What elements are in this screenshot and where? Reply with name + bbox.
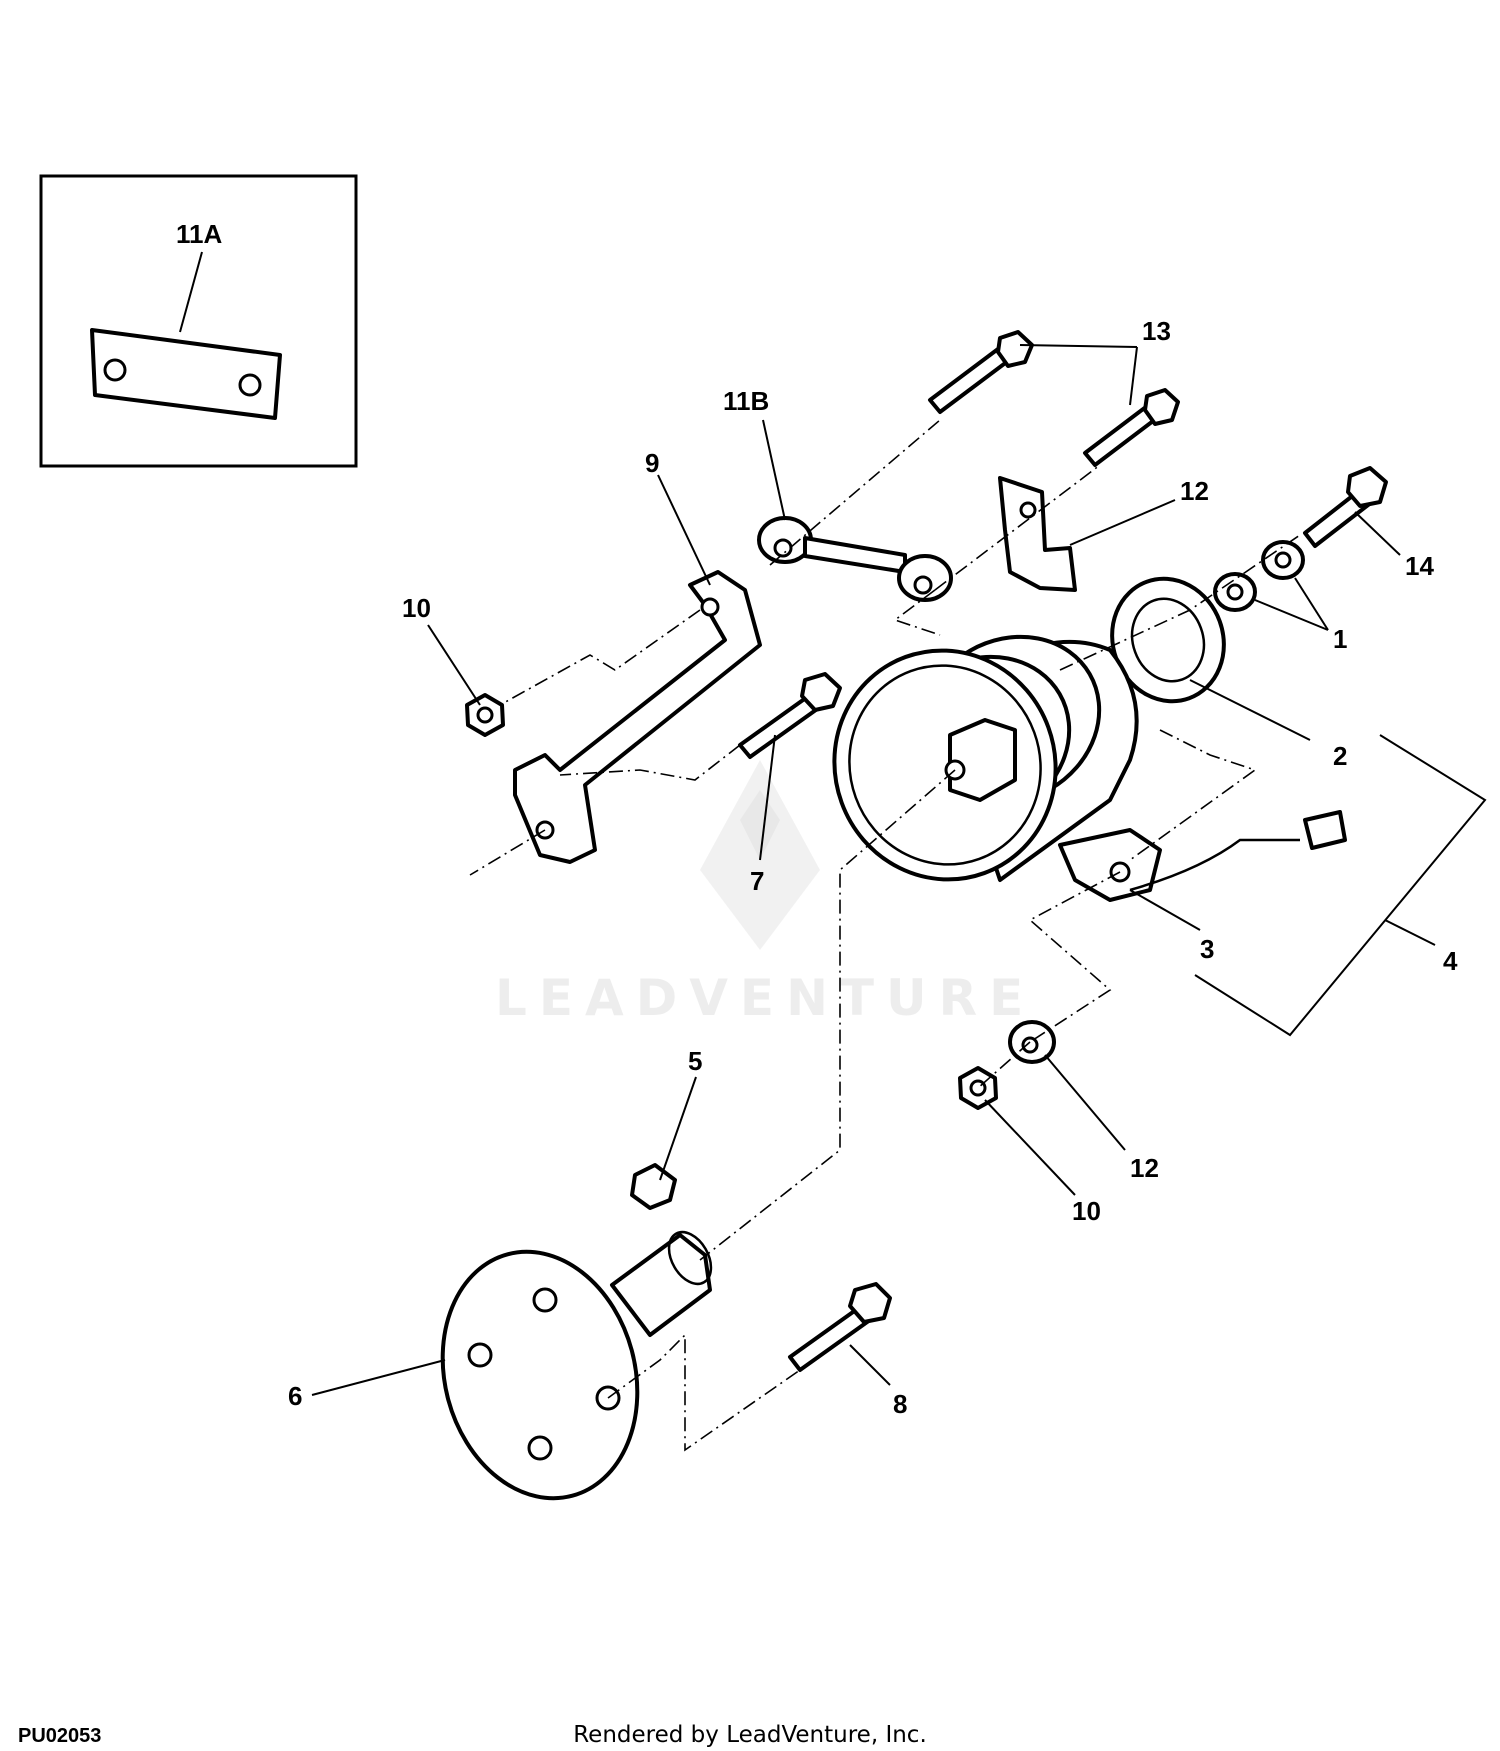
part-6-hub xyxy=(440,1230,713,1501)
center-lines xyxy=(469,419,1301,1452)
part-13-bolt-upper xyxy=(928,330,1034,414)
part-11A-plate xyxy=(90,328,282,420)
part-1-washers xyxy=(1213,540,1305,612)
callout-10-lower: 10 xyxy=(1072,1196,1101,1226)
part-8-bolt xyxy=(788,1282,892,1372)
part-7-bolt xyxy=(738,672,842,759)
leader-lines xyxy=(179,251,1487,1396)
callout-12-lower: 12 xyxy=(1130,1153,1159,1183)
watermark-text: LEADVENTURE xyxy=(495,969,1035,1027)
callout-2: 2 xyxy=(1333,741,1347,771)
inset-box xyxy=(39,174,358,468)
callout-6: 6 xyxy=(288,1381,302,1411)
footer-credit: Rendered by LeadVenture, Inc. xyxy=(573,1722,927,1748)
callout-3: 3 xyxy=(1200,934,1214,964)
callout-1: 1 xyxy=(1333,624,1347,654)
callout-13: 13 xyxy=(1142,316,1171,346)
part-10-nut-upper xyxy=(465,693,505,737)
part-5-key xyxy=(630,1163,677,1210)
callout-11B: 11B xyxy=(723,386,769,416)
callout-12-upper: 12 xyxy=(1180,476,1209,506)
part-12-washer-lower xyxy=(1008,1020,1056,1064)
part-10-nut-lower xyxy=(958,1066,998,1110)
callout-7: 7 xyxy=(750,866,764,896)
part-3-clutch xyxy=(832,634,1347,902)
callout-5: 5 xyxy=(688,1046,702,1076)
callout-4: 4 xyxy=(1443,946,1458,976)
part-12-clip xyxy=(998,476,1077,592)
callout-14: 14 xyxy=(1405,551,1434,581)
callout-10-upper: 10 xyxy=(402,593,431,623)
part-13-bolt-lower xyxy=(1083,388,1180,467)
part-11B-link xyxy=(757,516,953,602)
callout-11A: 11A xyxy=(176,219,222,249)
figure-id: PU02053 xyxy=(18,1725,102,1747)
callout-9: 9 xyxy=(645,448,659,478)
part-9-bracket xyxy=(513,570,762,864)
callout-8: 8 xyxy=(893,1389,907,1419)
part-14-bolt xyxy=(1303,466,1388,548)
